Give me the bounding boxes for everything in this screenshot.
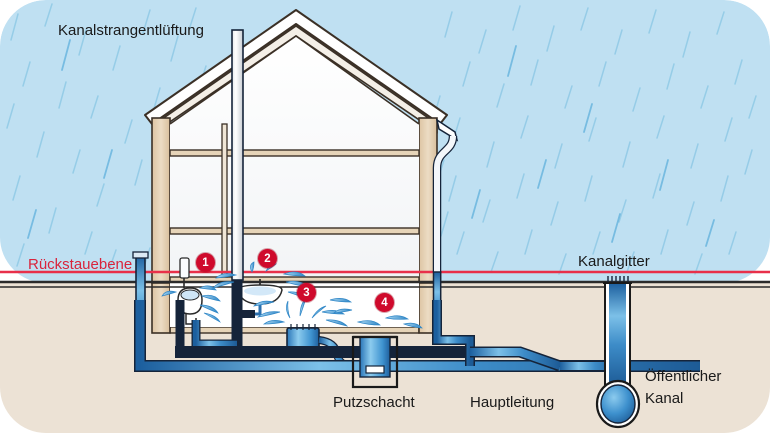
downpipe-body — [434, 135, 456, 272]
basin-water — [244, 286, 276, 296]
label-vent: Kanalstrangentlüftung — [58, 22, 204, 39]
vent-stack — [231, 29, 244, 281]
basin-drain-pipe — [255, 304, 262, 316]
floor-attic — [169, 149, 420, 157]
label-backflow-level: Rückstauebene — [28, 256, 133, 273]
toilet-water — [180, 289, 200, 301]
public-sewer-pipe — [595, 379, 641, 429]
marker-1: 1 — [196, 253, 215, 272]
floor-upper — [169, 227, 420, 235]
soil-vent-pipe — [231, 29, 244, 281]
street-gully-shaft — [603, 276, 632, 389]
gully-water — [609, 283, 626, 386]
drain-pipe-network — [134, 280, 700, 384]
roof-outer — [144, 9, 448, 125]
washbasin — [237, 279, 283, 316]
label-main-line: Hauptleitung — [470, 394, 555, 411]
basement-wall-left — [151, 282, 171, 334]
marker-2: 2 — [258, 249, 277, 268]
toilet-branch — [192, 320, 237, 348]
main-run — [470, 348, 562, 370]
label-cleanout-shaft: Putzschacht — [333, 394, 415, 411]
left-riser-cap — [132, 251, 149, 259]
wall-left — [151, 117, 171, 284]
gutter-head — [435, 118, 459, 142]
partition-wall — [221, 123, 228, 278]
sewer-water — [600, 384, 636, 424]
backflow-water-splashes — [161, 261, 423, 329]
label-street-gully: Kanalgitter — [578, 253, 650, 270]
marker-4: 4 — [375, 293, 394, 312]
label-public-sewer-2: Kanal — [645, 390, 684, 407]
attic-ceiling-line — [169, 35, 420, 125]
floor-drain-grating — [290, 324, 316, 330]
ground-surface — [0, 280, 770, 288]
marker-3: 3 — [297, 283, 316, 302]
cleanout-shaft — [351, 335, 399, 389]
label-public-sewer-1: Öffentlicher — [645, 368, 722, 385]
toilet-cistern — [179, 257, 190, 279]
cleanout-base-plate — [365, 365, 385, 374]
outer-main — [135, 300, 700, 371]
